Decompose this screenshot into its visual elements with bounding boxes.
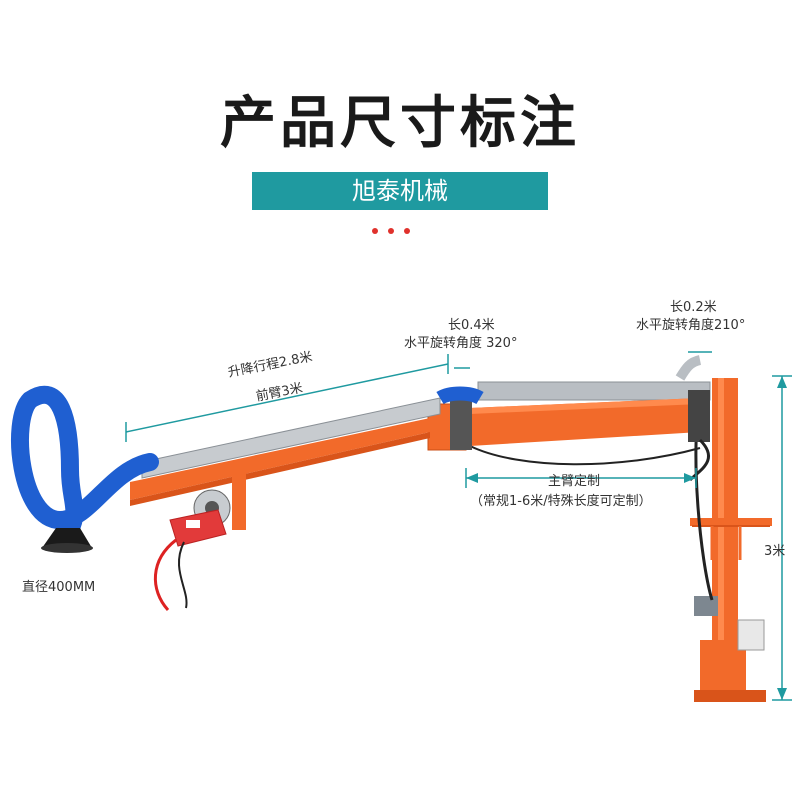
joint1-length-label: 长0.4米 bbox=[448, 318, 495, 333]
dot bbox=[388, 228, 394, 234]
joint1-rotation-label: 水平旋转角度 320° bbox=[404, 336, 518, 351]
brand-banner: 旭泰机械 bbox=[252, 172, 548, 210]
joint2-rotation-label: 水平旋转角度210° bbox=[636, 318, 746, 333]
dot bbox=[372, 228, 378, 234]
extraction-hose bbox=[11, 385, 484, 539]
page-title: 产品尺寸标注 bbox=[220, 91, 580, 156]
front-arm-dim-line bbox=[125, 363, 449, 433]
main-arm-note: （常规1-6米/特殊长度可定制） bbox=[470, 494, 652, 509]
control-box bbox=[154, 509, 227, 612]
support-column bbox=[690, 378, 772, 702]
height-label: 3米 bbox=[764, 544, 786, 559]
main-arm bbox=[469, 355, 711, 482]
dimension-arrows bbox=[466, 376, 787, 700]
front-arm bbox=[130, 397, 441, 530]
decorative-dots bbox=[372, 228, 428, 240]
hood-diameter-label: 直径400MM bbox=[22, 580, 96, 595]
dot bbox=[404, 228, 410, 234]
main-arm-label: 主臂定制 bbox=[548, 474, 601, 489]
joint2-length-label: 长0.2米 bbox=[670, 300, 717, 315]
suction-hood bbox=[41, 528, 93, 553]
